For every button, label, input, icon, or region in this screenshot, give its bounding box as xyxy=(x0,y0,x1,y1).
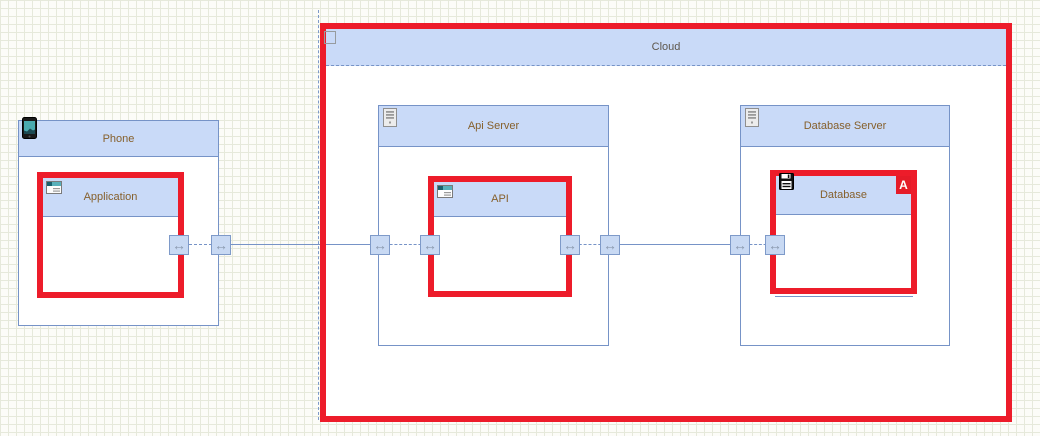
port-arrows-icon: ↔ xyxy=(603,237,617,253)
cloud-dashed-border xyxy=(318,10,319,420)
server-icon xyxy=(745,108,759,127)
cloud-selection-highlight xyxy=(320,23,1012,422)
component-application[interactable]: Application xyxy=(43,178,178,292)
port-phone-right[interactable]: ↔ xyxy=(211,235,231,255)
node-database-server-header[interactable]: Database Server xyxy=(741,106,949,147)
cloud-container-header[interactable]: Cloud xyxy=(326,29,1006,66)
connector-dbserver-port-to-database[interactable] xyxy=(740,244,776,245)
port-arrows-icon: ↔ xyxy=(423,237,437,253)
component-application-header[interactable]: Application xyxy=(43,178,178,217)
connector-api-to-apiserver-port[interactable] xyxy=(569,244,611,245)
database-selection-highlight xyxy=(770,170,917,294)
application-label: Application xyxy=(83,191,138,203)
database-server-label: Database Server xyxy=(803,120,887,132)
connector-api-server-to-database-server[interactable] xyxy=(610,244,741,245)
connector-phone-to-api-server[interactable] xyxy=(221,244,381,245)
port-api-right[interactable]: ↔ xyxy=(560,235,580,255)
node-phone-header[interactable]: Phone xyxy=(19,121,218,157)
database-label: Database xyxy=(819,189,868,201)
port-arrows-icon: ↔ xyxy=(768,237,782,253)
floppy-disk-icon xyxy=(779,173,794,190)
node-api-server-header[interactable]: Api Server xyxy=(379,106,608,147)
a-badge-letter: A xyxy=(899,178,908,192)
api-server-label: Api Server xyxy=(467,120,520,132)
port-api-server-right[interactable]: ↔ xyxy=(600,235,620,255)
smartphone-icon xyxy=(22,117,37,139)
annotation-a-badge: A xyxy=(896,176,911,194)
component-database-header[interactable]: Database xyxy=(776,176,911,215)
port-api-server-left[interactable]: ↔ xyxy=(370,235,390,255)
port-arrows-icon: ↔ xyxy=(373,237,387,253)
component-database[interactable]: Database xyxy=(776,176,911,288)
port-api-left[interactable]: ↔ xyxy=(420,235,440,255)
app-window-icon xyxy=(437,185,453,198)
port-application-right[interactable]: ↔ xyxy=(169,235,189,255)
component-api[interactable]: API xyxy=(434,182,566,290)
port-arrows-icon: ↔ xyxy=(172,237,186,253)
cloud-label: Cloud xyxy=(651,41,681,53)
port-arrows-icon: ↔ xyxy=(733,237,747,253)
database-component-bottom-edge xyxy=(775,296,913,297)
fold-tab-icon xyxy=(324,31,336,44)
port-database-left[interactable]: ↔ xyxy=(765,235,785,255)
connector-application-to-phone-port[interactable] xyxy=(179,244,222,245)
port-database-server-left[interactable]: ↔ xyxy=(730,235,750,255)
server-icon xyxy=(383,108,397,127)
app-window-icon xyxy=(46,181,62,194)
connector-apiserver-port-to-api[interactable] xyxy=(380,244,431,245)
port-arrows-icon: ↔ xyxy=(563,237,577,253)
port-arrows-icon: ↔ xyxy=(214,237,228,253)
phone-label: Phone xyxy=(102,132,135,145)
component-api-header[interactable]: API xyxy=(434,182,566,217)
api-label: API xyxy=(491,193,509,205)
